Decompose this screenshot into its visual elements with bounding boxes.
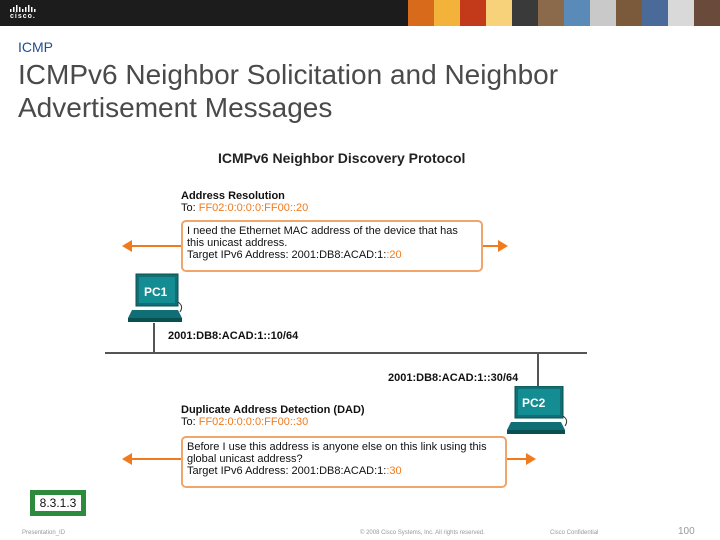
network-link: [105, 352, 587, 354]
header-photo: [460, 0, 486, 26]
ns-target: Target IPv6 Address: 2001:DB8:ACAD:1::20: [187, 249, 477, 261]
header-photo: [616, 0, 642, 26]
dad-arrow-head-left-icon: [122, 453, 132, 465]
ns-line-1: I need the Ethernet MAC address of the d…: [187, 225, 458, 237]
dad-arrow-head-right-icon: [526, 453, 536, 465]
dad-message-header: Duplicate Address Detection (DAD) To: FF…: [181, 404, 365, 428]
dad-target-prefix: Target IPv6 Address: 2001:DB8:ACAD:1:: [187, 465, 387, 477]
ns-arrow-head-right-icon: [498, 240, 508, 252]
logo-text: cisco.: [10, 13, 36, 20]
header-photo: [564, 0, 590, 26]
header-photo: [512, 0, 538, 26]
dad-line-2: global unicast address?: [187, 453, 303, 465]
dad-to-prefix: To:: [181, 416, 199, 428]
dad-to-suffix: ::30: [289, 416, 309, 428]
ns-message-header: Address Resolution To: FF02:0:0:0:0:FF00…: [181, 190, 308, 214]
ns-heading: Address Resolution: [181, 190, 285, 202]
curriculum-section-label: 8.3.1.3: [34, 494, 82, 512]
dad-heading: Duplicate Address Detection (DAD): [181, 404, 365, 416]
ns-line-2: this unicast address.: [187, 237, 288, 249]
dad-to-address: FF02:0:0:0:0:FF00: [198, 416, 290, 428]
header-photo: [642, 0, 668, 26]
pc2-address: 2001:DB8:ACAD:1::30/64: [388, 372, 519, 384]
pc1-address: 2001:DB8:ACAD:1::10/64: [168, 330, 299, 342]
diagram-title: ICMPv6 Neighbor Discovery Protocol: [218, 150, 466, 166]
pc2-link: [537, 353, 539, 387]
header-photo: [668, 0, 694, 26]
dad-target-suffix: :30: [386, 465, 402, 477]
header-photo: [538, 0, 564, 26]
page-title: ICMPv6 Neighbor Solicitation and Neighbo…: [18, 59, 559, 123]
dad-target: Target IPv6 Address: 2001:DB8:ACAD:1::30: [187, 465, 501, 477]
header-photo: [434, 0, 460, 26]
curriculum-section-tag[interactable]: 8.3.1.3: [30, 490, 86, 516]
pc1-link: [153, 323, 155, 353]
ns-target-suffix: :20: [386, 249, 402, 261]
pc1-computer-icon: [128, 273, 183, 322]
ns-to-prefix: To:: [181, 202, 199, 214]
pc1-label: PC1: [144, 285, 168, 299]
section-label: ICMP: [18, 39, 53, 55]
header-photo: [486, 0, 512, 26]
header-photo: [590, 0, 616, 26]
header-photo-strip: [408, 0, 720, 26]
ns-arrow-head-left-icon: [122, 240, 132, 252]
pc2-label: PC2: [522, 396, 546, 410]
footer-presentation-id: Presentation_ID: [22, 530, 66, 536]
ns-message-box: I need the Ethernet MAC address of the d…: [181, 220, 483, 272]
ns-target-prefix: Target IPv6 Address: 2001:DB8:ACAD:1:: [187, 249, 387, 261]
dad-line-1: Before I use this address is anyone else…: [187, 441, 487, 453]
header-photo: [694, 0, 720, 26]
ns-to-suffix: ::20: [289, 202, 309, 214]
footer-copyright: © 2008 Cisco Systems, Inc. All rights re…: [360, 530, 485, 536]
dad-message-box: Before I use this address is anyone else…: [181, 436, 507, 488]
cisco-logo-icon: [10, 5, 36, 12]
pc2-computer-icon: [507, 386, 568, 434]
header-photo: [408, 0, 434, 26]
header-bar: cisco.: [0, 0, 720, 26]
page-number: 100: [678, 526, 695, 537]
footer-confidential: Cisco Confidential: [550, 530, 599, 536]
ns-to-address: FF02:0:0:0:0:FF00: [198, 202, 290, 214]
